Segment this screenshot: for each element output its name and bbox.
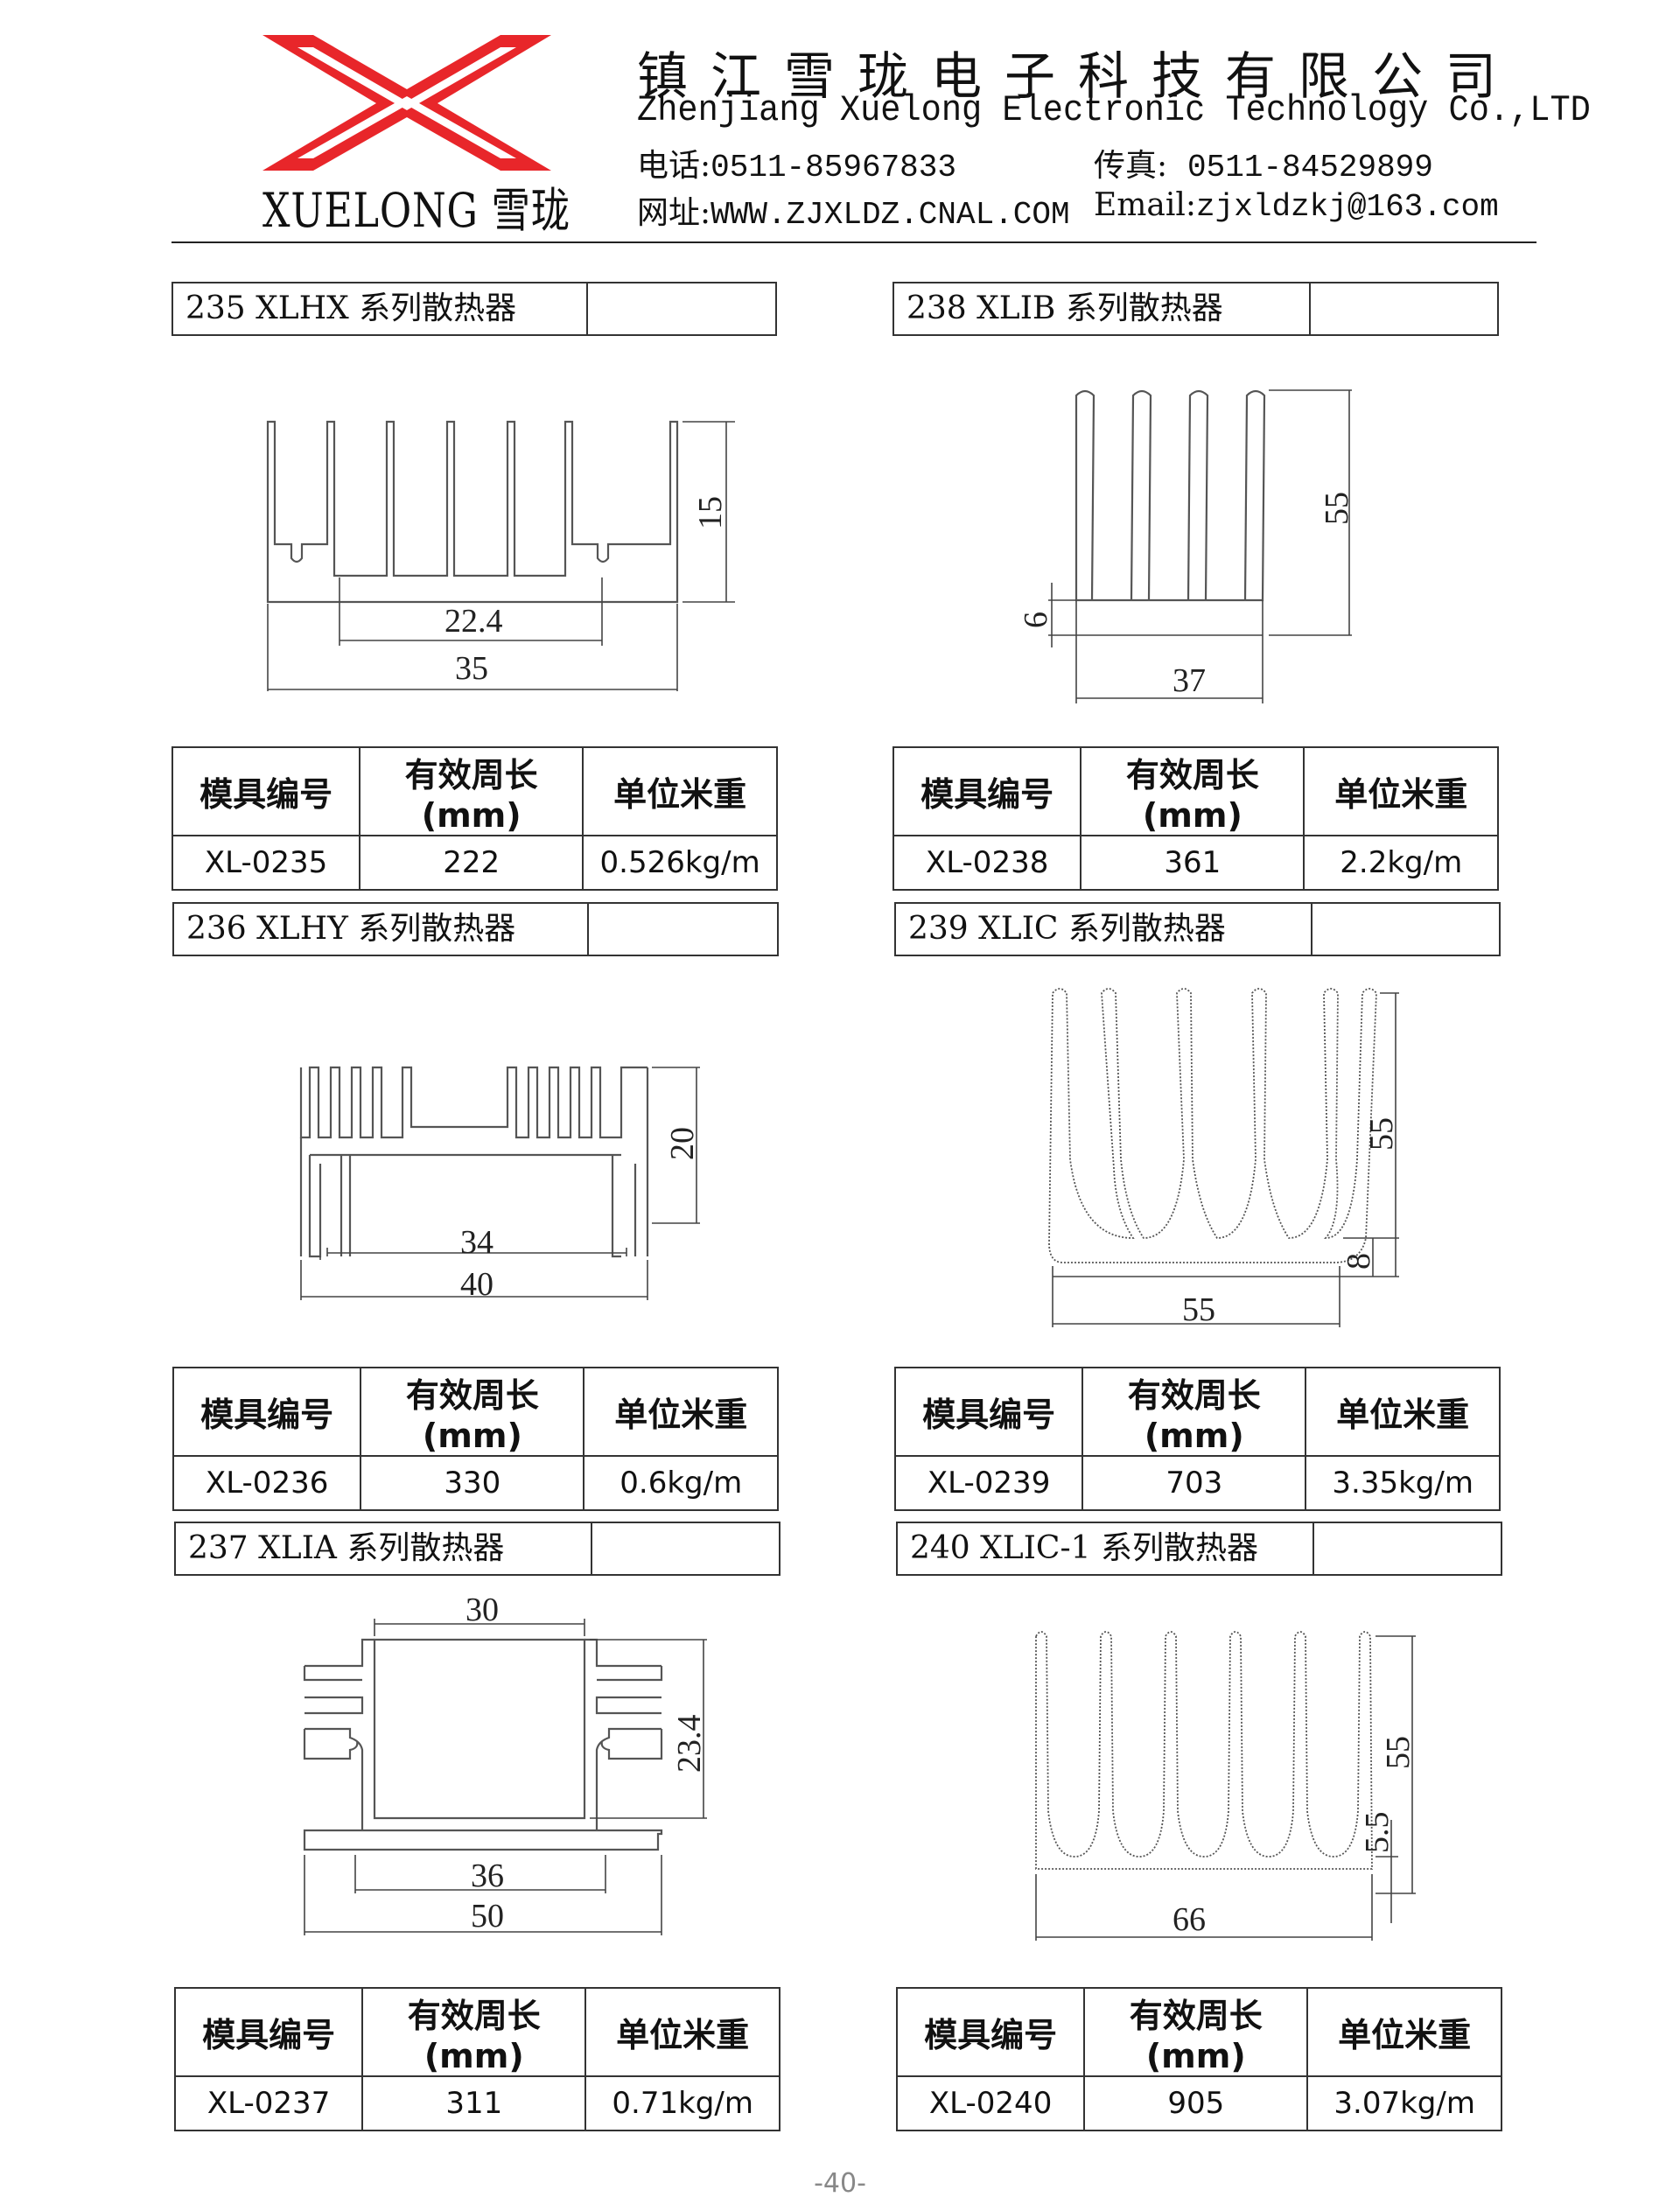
phone-label: 电话:: [637, 148, 711, 184]
website-label: 网址:: [637, 195, 711, 231]
dim-label: 37: [1172, 662, 1206, 699]
dim-label: 23.4: [671, 1715, 708, 1774]
mold-value: XL-0235: [171, 835, 361, 891]
col-weight: 单位米重: [1303, 746, 1499, 836]
dim-label: 55: [1363, 1117, 1400, 1151]
perimeter-value: 905: [1083, 2075, 1309, 2131]
col-mold: 模具编号: [895, 1987, 1086, 2077]
dim-label: 20: [664, 1127, 701, 1160]
col-mold: 模具编号: [893, 1367, 1084, 1457]
col-perimeter: 有效周长(mm): [1082, 1367, 1307, 1457]
mold-value: XL-0237: [173, 2075, 364, 2131]
weight-value: 0.71kg/m: [584, 2075, 780, 2131]
profile-drawing-236: 34 40 20: [299, 1066, 701, 1303]
col-weight: 单位米重: [584, 1987, 780, 2077]
product-title-240: 240 XLIC-1 系列散热器: [896, 1522, 1502, 1576]
dim-label: 34: [460, 1224, 494, 1261]
fax-row: 传真: 0511-84529899: [1094, 140, 1433, 185]
company-name-cn: 镇江雪珑电子科技有限公司: [637, 46, 1520, 106]
col-perimeter: 有效周长(mm): [361, 1987, 587, 2077]
logo-brand-text: XUELONG 雪珑: [262, 183, 570, 238]
product-title-text: 239 XLIC 系列散热器: [896, 904, 1312, 955]
mold-value: XL-0238: [892, 835, 1082, 891]
perimeter-value: 222: [359, 835, 584, 891]
website-row: 网址:WWW.ZJXLDZ.CNAL.COM: [637, 187, 1070, 233]
website-value[interactable]: WWW.ZJXLDZ.CNAL.COM: [710, 197, 1070, 233]
dim-label: 15: [692, 496, 729, 529]
profile-drawing-235: 22.4 35 15: [266, 420, 735, 691]
col-mold: 模具编号: [172, 1367, 362, 1457]
mold-value: XL-0239: [893, 1455, 1084, 1511]
product-title-text: 238 XLIB 系列散热器: [894, 283, 1311, 334]
col-weight: 单位米重: [1305, 1367, 1501, 1457]
col-perimeter: 有效周长(mm): [1080, 746, 1306, 836]
company-logo: [262, 35, 551, 171]
dim-label: 35: [455, 650, 488, 687]
weight-value: 3.07kg/m: [1306, 2075, 1502, 2131]
dim-label: 22.4: [444, 603, 503, 640]
product-title-text: 236 XLHY 系列散热器: [174, 904, 589, 955]
product-title-236: 236 XLHY 系列散热器: [172, 902, 779, 956]
profile-drawing-238: 37 55 6: [1018, 389, 1355, 703]
product-title-238: 238 XLIB 系列散热器: [892, 282, 1499, 336]
fax-label: 传真:: [1094, 148, 1168, 184]
product-title-239: 239 XLIC 系列散热器: [894, 902, 1501, 956]
dim-label: 50: [471, 1898, 504, 1935]
email-value[interactable]: zjxldzkj@163.com: [1196, 189, 1499, 225]
profile-drawing-237: 30 36 50 23.4: [303, 1592, 708, 1935]
dim-label: 66: [1172, 1901, 1206, 1938]
dim-label: 55: [1380, 1736, 1417, 1769]
dim-label: 6: [1018, 612, 1054, 628]
product-title-text: 240 XLIC-1 系列散热器: [898, 1523, 1314, 1574]
product-title-text: 237 XLIA 系列散热器: [176, 1523, 592, 1574]
col-perimeter: 有效周长(mm): [359, 746, 584, 836]
perimeter-value: 703: [1082, 1455, 1307, 1511]
product-title-235: 235 XLHX 系列散热器: [172, 282, 777, 336]
perimeter-value: 330: [360, 1455, 585, 1511]
dim-label: 55: [1319, 492, 1355, 525]
phone-row: 电话:0511-85967833: [637, 140, 956, 185]
perimeter-value: 361: [1080, 835, 1306, 891]
phone-value: 0511-85967833: [710, 150, 956, 185]
mold-value: XL-0240: [895, 2075, 1086, 2131]
col-weight: 单位米重: [582, 746, 778, 836]
dim-label: 36: [471, 1858, 504, 1894]
email-row: Email:zjxldzkj@163.com: [1094, 187, 1499, 225]
page-number: -40-: [814, 2168, 866, 2199]
dim-label: 55: [1182, 1291, 1215, 1328]
mold-value: XL-0236: [172, 1455, 362, 1511]
perimeter-value: 311: [361, 2075, 587, 2131]
weight-value: 0.6kg/m: [583, 1455, 779, 1511]
col-mold: 模具编号: [892, 746, 1082, 836]
weight-value: 0.526kg/m: [582, 835, 778, 891]
col-perimeter: 有效周长(mm): [1083, 1987, 1309, 2077]
dim-label: 40: [460, 1266, 494, 1303]
col-mold: 模具编号: [171, 746, 361, 836]
col-mold: 模具编号: [173, 1987, 364, 2077]
col-weight: 单位米重: [1306, 1987, 1502, 2077]
profile-drawing-240: 66 55 5.5: [1035, 1631, 1417, 1941]
dim-label: 30: [466, 1592, 499, 1628]
col-perimeter: 有效周长(mm): [360, 1367, 585, 1457]
product-title-text: 235 XLHX 系列散热器: [173, 283, 588, 334]
fax-value: 0511-84529899: [1187, 150, 1433, 185]
weight-value: 2.2kg/m: [1303, 835, 1499, 891]
header-divider: [172, 241, 1536, 243]
company-name-en: Zhenjiang Xuelong Electronic Technology …: [637, 89, 1591, 131]
email-label: Email:: [1094, 187, 1197, 223]
dim-label: 5.5: [1359, 1812, 1396, 1854]
profile-drawing-239: 55 55 8: [1048, 988, 1400, 1328]
product-title-237: 237 XLIA 系列散热器: [174, 1522, 780, 1576]
col-weight: 单位米重: [583, 1367, 779, 1457]
dim-label: 8: [1340, 1253, 1377, 1270]
weight-value: 3.35kg/m: [1305, 1455, 1501, 1511]
